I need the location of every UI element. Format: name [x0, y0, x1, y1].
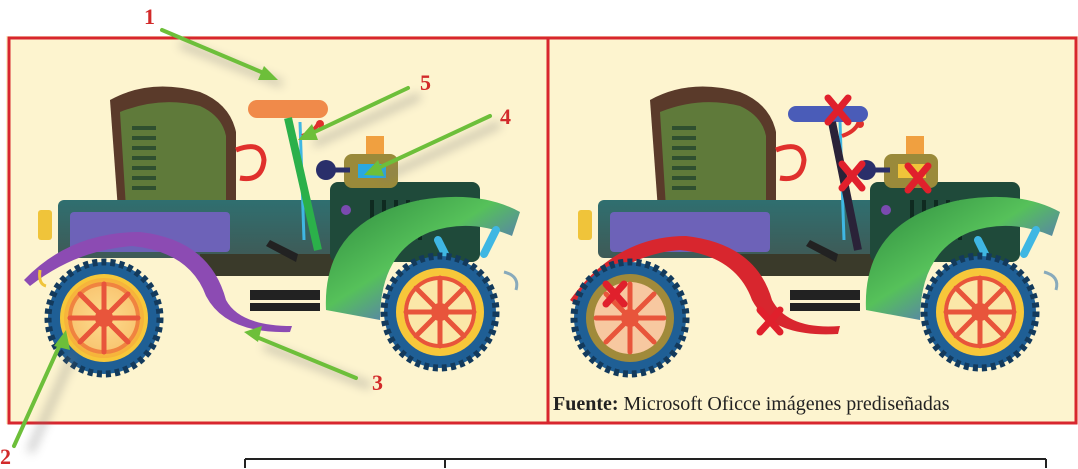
label-4: 4: [500, 106, 511, 128]
source-text: Microsoft Oficce imágenes prediseñadas: [624, 393, 950, 415]
source-caption: Fuente: Microsoft Oficce imágenes predis…: [553, 393, 950, 416]
answer-table: [245, 459, 1046, 468]
source-prefix: Fuente:: [553, 393, 619, 415]
label-1: 1: [144, 6, 155, 28]
label-2: 2: [0, 446, 11, 468]
label-3: 3: [372, 372, 383, 394]
label-5: 5: [420, 72, 431, 94]
